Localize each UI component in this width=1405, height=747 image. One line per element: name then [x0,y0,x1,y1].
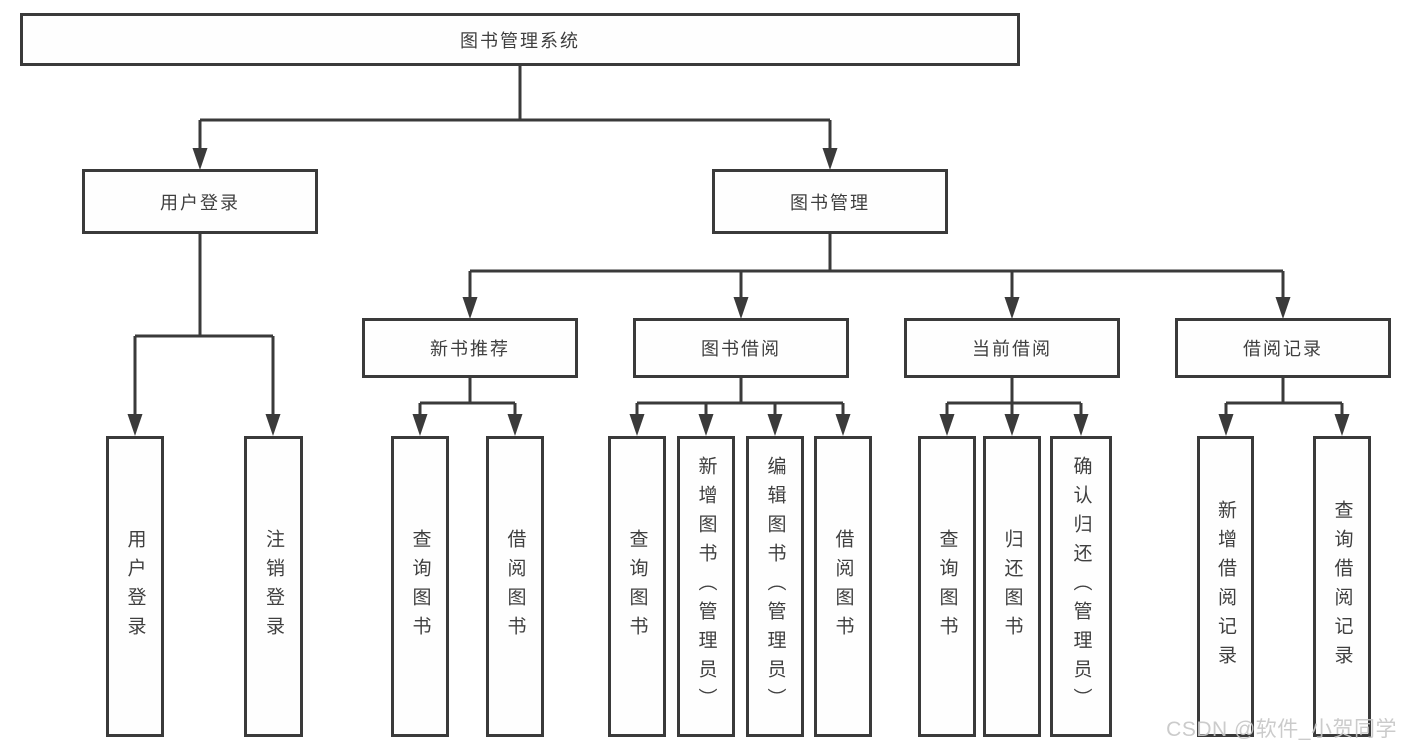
leaf-query-borrow-record: 查询借阅记录 [1313,436,1371,737]
node-book-borrowing: 图书借阅 [633,318,849,378]
leaf-query-books-recommend: 查询图书 [391,436,449,737]
leaf-label: 查询图书 [626,528,648,645]
node-label: 新书推荐 [430,339,510,359]
leaf-label: 确认归还（管理员） [1070,456,1092,717]
node-label: 借阅记录 [1243,339,1323,359]
leaf-label: 新增图书（管理员） [695,456,717,717]
node-label: 图书借阅 [701,339,781,359]
leaf-borrow-books-recommend: 借阅图书 [486,436,544,737]
node-label: 图书管理系统 [460,30,580,51]
leaf-label: 借阅图书 [504,528,526,645]
leaf-label: 编辑图书（管理员） [764,456,786,717]
leaf-label: 查询图书 [409,528,431,645]
leaf-label: 查询图书 [936,528,958,645]
node-book-management: 图书管理 [712,169,948,234]
node-borrowing-records: 借阅记录 [1175,318,1391,378]
leaf-user-login: 用户登录 [106,436,164,737]
leaf-query-books-borrowing: 查询图书 [608,436,666,737]
node-new-book-recommendation: 新书推荐 [362,318,578,378]
node-current-borrowing: 当前借阅 [904,318,1120,378]
node-library-management-system: 图书管理系统 [20,13,1020,66]
node-label: 用户登录 [160,192,240,213]
leaf-label: 借阅图书 [832,528,854,645]
node-user-login: 用户登录 [82,169,318,234]
leaf-add-borrow-record: 新增借阅记录 [1197,436,1254,737]
leaf-query-books-current: 查询图书 [918,436,976,737]
leaf-label: 新增借阅记录 [1215,499,1236,674]
leaf-confirm-return-admin: 确认归还（管理员） [1050,436,1112,737]
leaf-label: 归还图书 [1001,528,1023,645]
arrowheads [127,148,1350,436]
leaf-logout: 注销登录 [244,436,303,737]
leaf-label: 查询借阅记录 [1331,499,1353,674]
node-label: 当前借阅 [972,339,1052,359]
leaf-add-books-admin: 新增图书（管理员） [677,436,735,737]
leaf-return-books: 归还图书 [983,436,1041,737]
leaf-label: 用户登录 [124,528,146,645]
node-label: 图书管理 [790,192,870,213]
csdn-watermark: CSDN @软件_小贺同学 [1166,718,1397,741]
leaf-borrow-books-borrowing: 借阅图书 [814,436,872,737]
leaf-edit-books-admin: 编辑图书（管理员） [746,436,804,737]
leaf-label: 注销登录 [263,528,284,645]
